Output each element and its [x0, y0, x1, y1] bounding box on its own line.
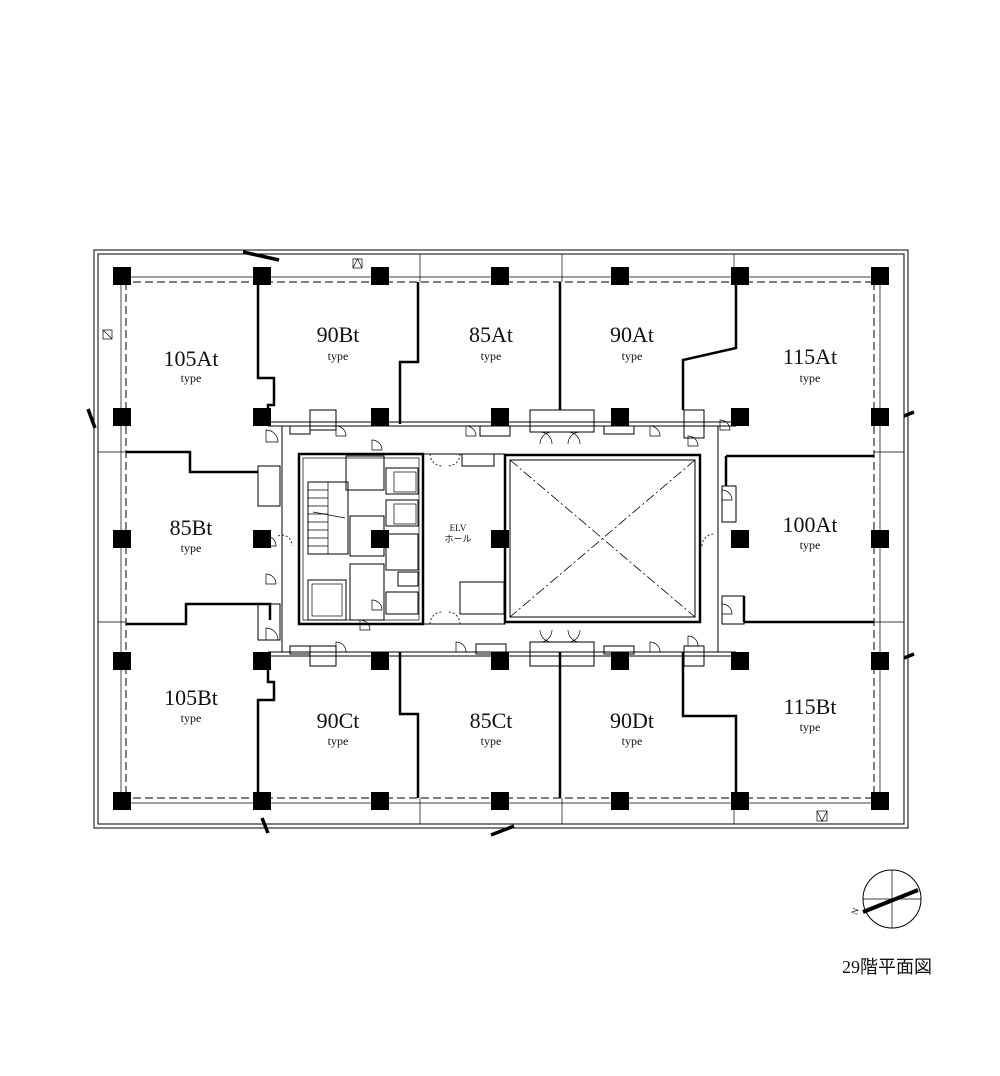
unit-type-100At: type	[800, 538, 821, 552]
doors	[265, 419, 733, 653]
unit-type-105At: type	[181, 371, 202, 385]
unit-type-90Ct: type	[328, 734, 349, 748]
unit-label-115Bt: 115Bt	[784, 694, 837, 719]
unit-type-115At: type	[800, 371, 821, 385]
unit-type-115Bt: type	[800, 720, 821, 734]
elevator-hall-label-line1: ELV	[450, 523, 467, 533]
unit-label-90Ct: 90Ct	[317, 708, 360, 733]
unit-label-85Ct: 85Ct	[470, 708, 513, 733]
columns	[113, 267, 889, 810]
unit-labels: 105At type 90Bt type 85At type 90At type…	[164, 322, 838, 748]
building-outline	[93, 249, 909, 829]
unit-type-85Ct: type	[481, 734, 502, 748]
unit-label-105At: 105At	[164, 346, 219, 371]
unit-type-105Bt: type	[181, 711, 202, 725]
unit-label-90Dt: 90Dt	[610, 708, 654, 733]
unit-label-115At: 115At	[783, 344, 837, 369]
unit-label-90Bt: 90Bt	[317, 322, 360, 347]
north-compass-icon: N	[849, 869, 922, 929]
unit-type-90Bt: type	[328, 349, 349, 363]
elevator-hall-label-line2: ホール	[444, 534, 471, 544]
vent-symbols	[102, 258, 828, 822]
unit-label-105Bt: 105Bt	[164, 685, 218, 710]
window-marks	[86, 250, 915, 837]
unit-label-100At: 100At	[783, 512, 838, 537]
floor-plan-title: 29階平面図	[842, 957, 932, 977]
unit-type-90At: type	[622, 349, 643, 363]
unit-walls	[126, 282, 874, 798]
unit-label-85Bt: 85Bt	[170, 515, 213, 540]
unit-type-85At: type	[481, 349, 502, 363]
unit-label-90At: 90At	[610, 322, 654, 347]
compass-north-letter: N	[849, 906, 861, 916]
unit-type-85Bt: type	[181, 541, 202, 555]
unit-type-90Dt: type	[622, 734, 643, 748]
unit-label-85At: 85At	[469, 322, 513, 347]
